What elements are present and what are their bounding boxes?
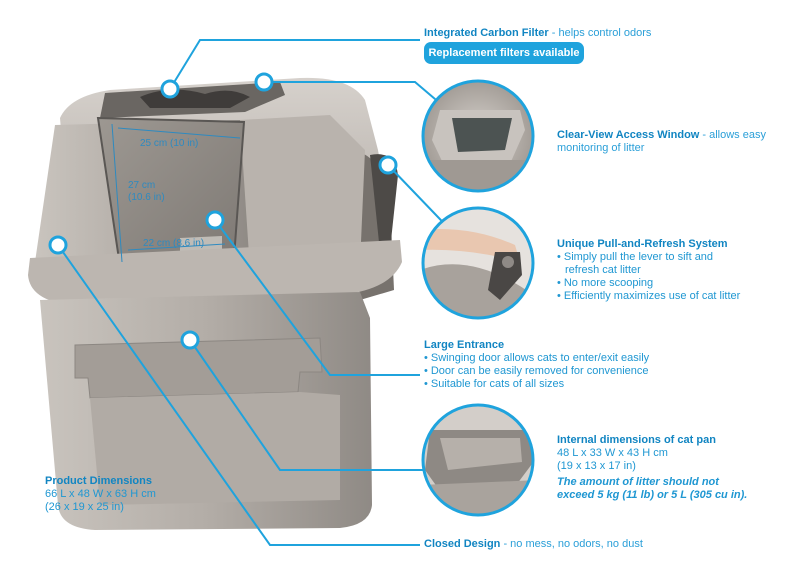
callout-lines: [57, 39, 461, 546]
window-height-label: 27 cm (10.6 in): [128, 180, 165, 203]
detail-circle-pan: [421, 403, 535, 517]
dot-pan: [180, 330, 200, 350]
pull-refresh-bullet: Simply pull the lever to sift and refres…: [557, 251, 735, 277]
entrance-title: Large Entrance: [424, 339, 505, 351]
entrance-bullet: Door can be easily removed for convenien…: [424, 365, 684, 378]
carbon-filter-callout: Integrated Carbon Filter - helps control…: [424, 27, 651, 40]
access-window-callout: Clear-View Access Window - allows easy m…: [557, 129, 766, 155]
access-window-title: Clear-View Access Window: [557, 129, 700, 141]
dot-carbon-filter: [160, 79, 180, 99]
entrance-bullet: Swinging door allows cats to enter/exit …: [424, 352, 684, 365]
dot-access-window: [254, 72, 274, 92]
callout-dots: [48, 72, 398, 350]
product-dimensions-title: Product Dimensions: [45, 475, 152, 487]
pull-refresh-bullet: No more scooping: [557, 277, 787, 290]
closed-design-callout: Closed Design - no mess, no odors, no du…: [424, 538, 643, 551]
detail-circle-access-window: [421, 79, 535, 193]
replacement-filters-badge: Replacement filters available: [424, 42, 584, 64]
product-dimensions-callout: Product Dimensions 66 L x 48 W x 63 H cm…: [45, 475, 156, 514]
window-width-label: 25 cm (10 in): [140, 138, 199, 149]
closed-design-desc: - no mess, no odors, no dust: [500, 538, 643, 550]
pan-line-2: (19 x 13 x 17 in): [557, 460, 636, 472]
pull-refresh-callout: Unique Pull-and-Refresh System Simply pu…: [557, 238, 787, 303]
pull-refresh-title: Unique Pull-and-Refresh System: [557, 238, 728, 250]
dot-entrance: [205, 210, 225, 230]
pan-note-2: exceed 5 kg (11 lb) or 5 L (305 cu in).: [557, 489, 748, 501]
access-window-desc-2: monitoring of litter: [557, 142, 645, 154]
detail-circle-pull-lever: [421, 206, 535, 320]
carbon-filter-desc: - helps control odors: [548, 27, 652, 39]
access-window-desc-1: - allows easy: [699, 129, 766, 141]
product-dimensions-line-1: 66 L x 48 W x 63 H cm: [45, 488, 156, 500]
pan-line-1: 48 L x 33 W x 43 H cm: [557, 447, 668, 459]
pan-dimensions-callout: Internal dimensions of cat pan 48 L x 33…: [557, 434, 792, 502]
window-bottom-label: 22 cm (8.6 in): [143, 238, 205, 249]
entrance-callout: Large Entrance Swinging door allows cats…: [424, 339, 684, 391]
window-dimension-lines: [111, 123, 241, 263]
entrance-bullet: Suitable for cats of all sizes: [424, 378, 684, 391]
litter-box: [28, 77, 402, 530]
dot-lever: [378, 155, 398, 175]
dot-closed-design: [48, 235, 68, 255]
closed-design-title: Closed Design: [424, 538, 501, 550]
carbon-filter-title: Integrated Carbon Filter: [424, 27, 549, 39]
pull-refresh-bullet: Efficiently maximizes use of cat litter: [557, 290, 787, 303]
product-dimensions-line-2: (26 x 19 x 25 in): [45, 501, 124, 513]
pan-note-1: The amount of litter should not: [557, 476, 719, 488]
pan-title: Internal dimensions of cat pan: [557, 434, 716, 446]
